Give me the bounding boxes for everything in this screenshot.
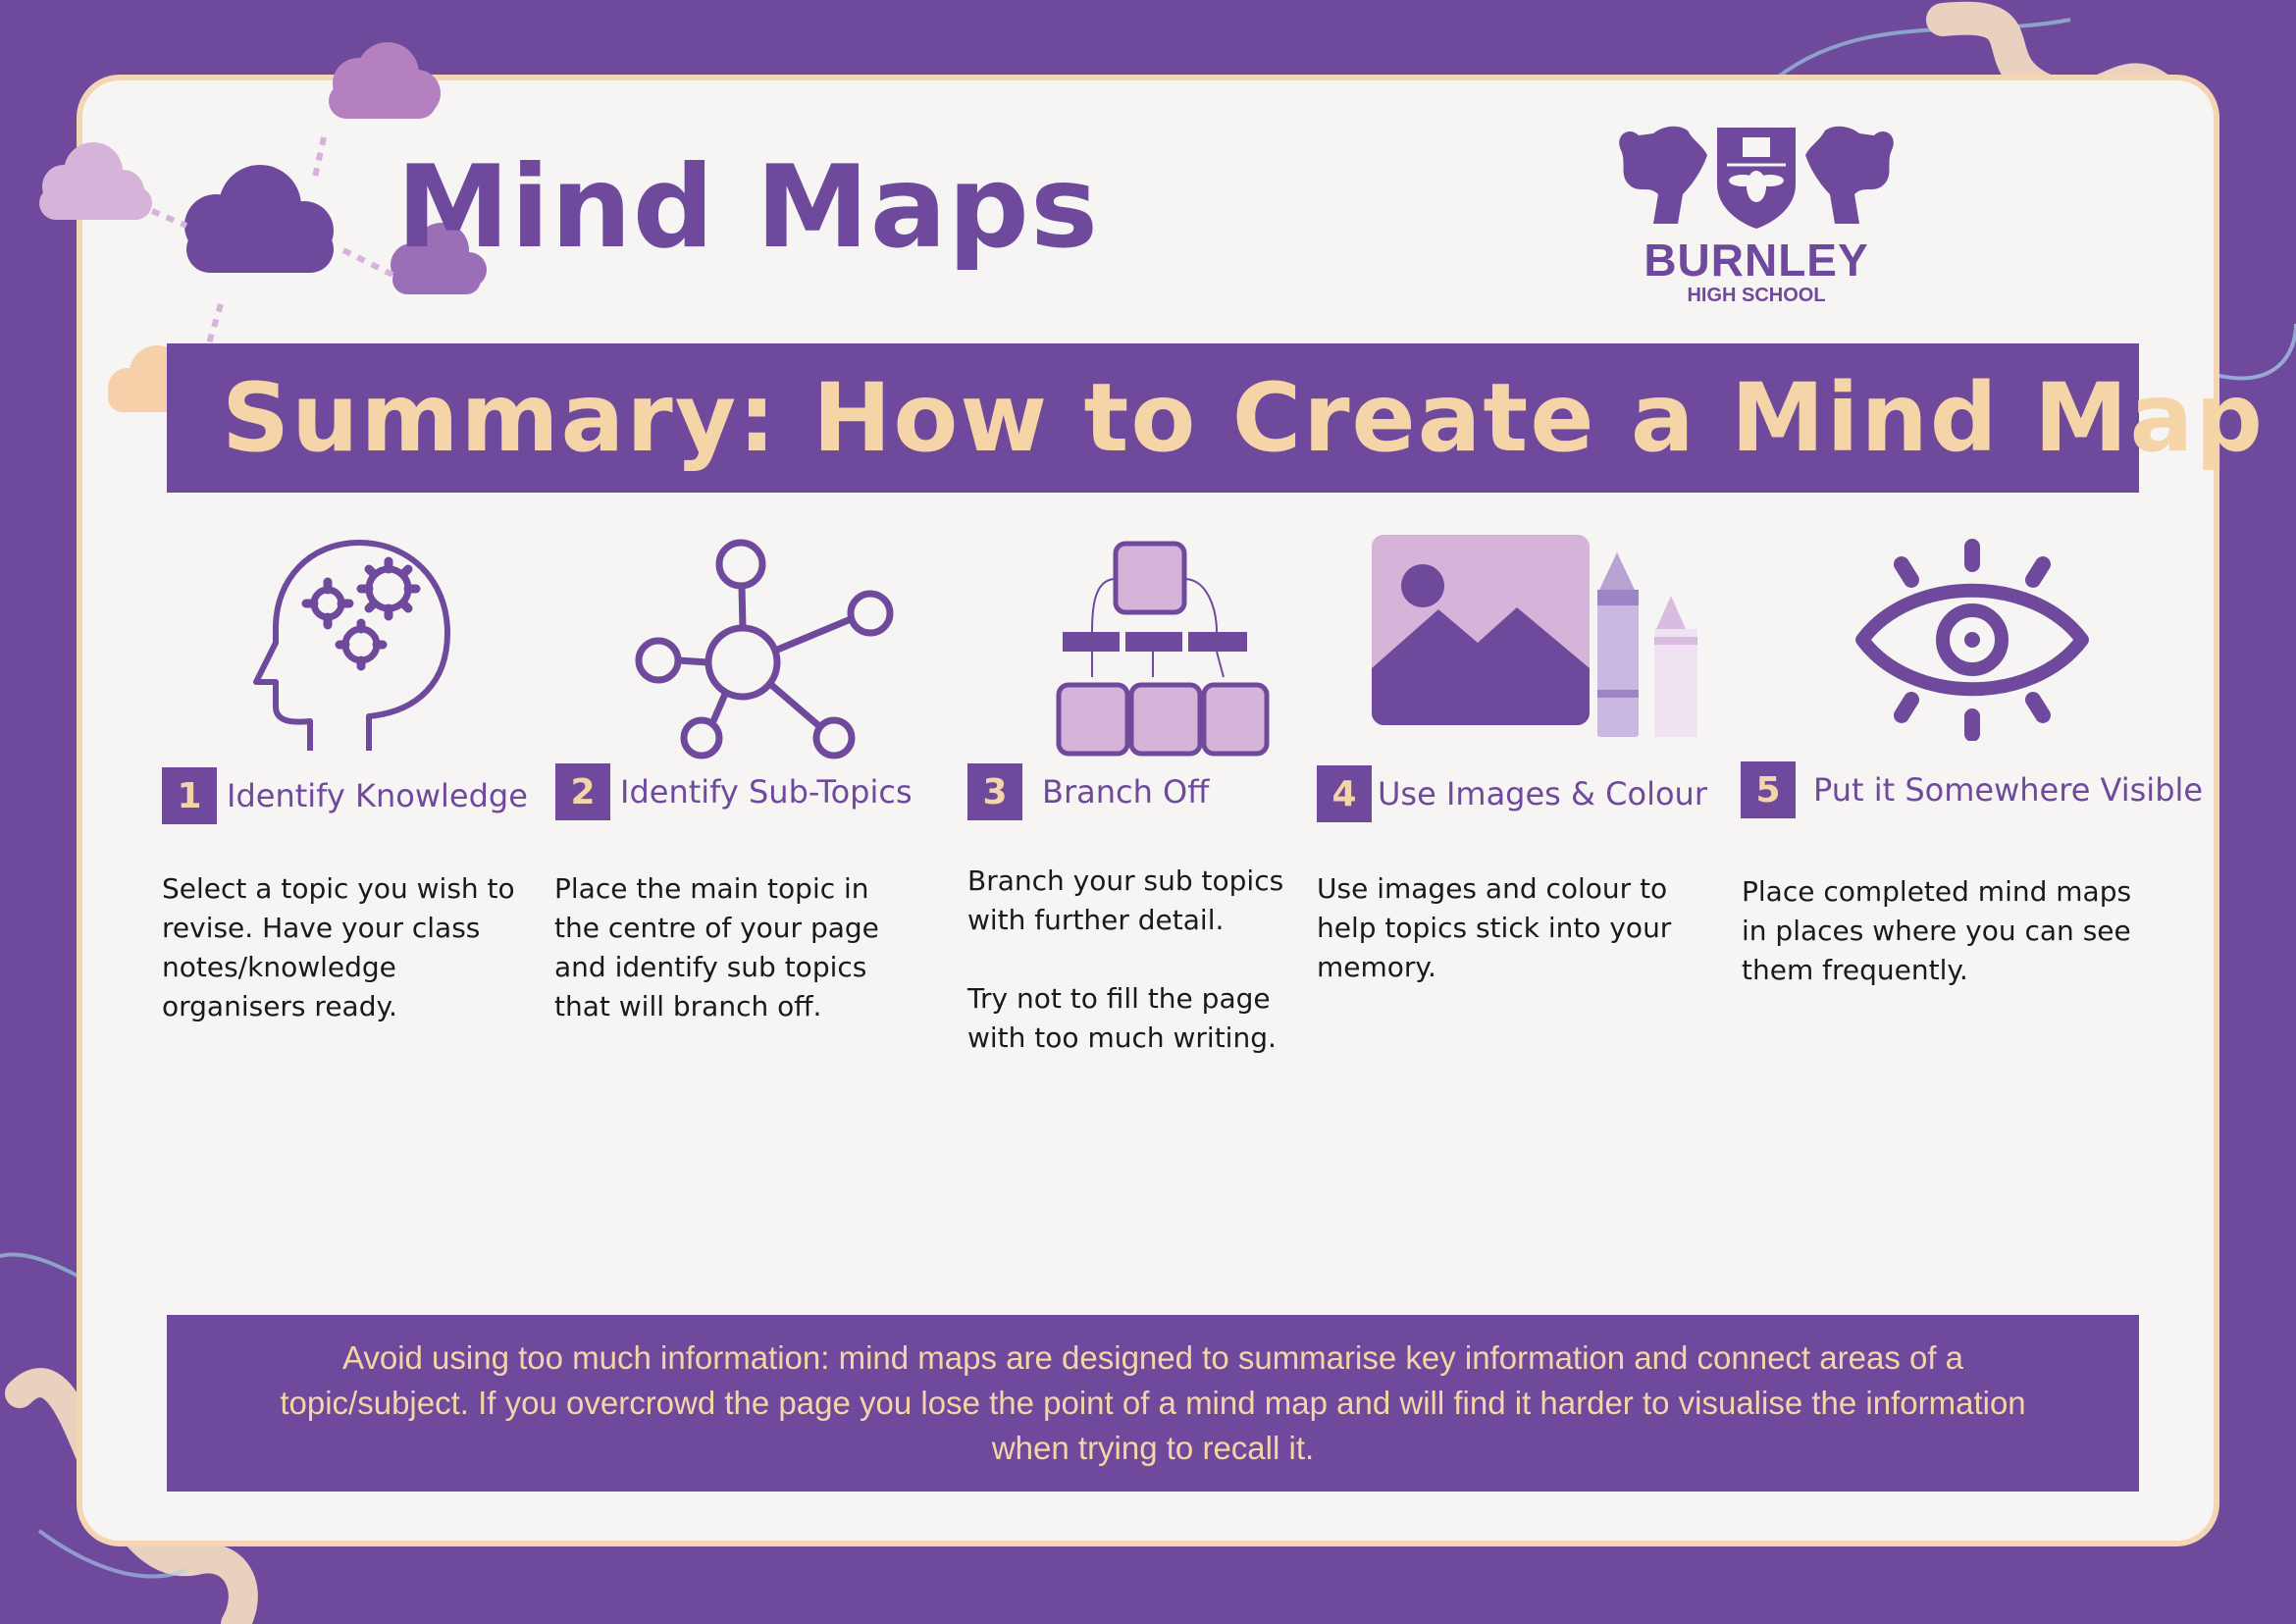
picture-crayons-icon — [1372, 535, 1697, 737]
description-paragraph: Try not to fill the page with too much w… — [967, 982, 1277, 1054]
head-gears-icon — [253, 540, 450, 751]
step-5-heading: 5 Put it Somewhere Visible — [1741, 761, 2203, 818]
banner-heading: Summary: How to Create a Mind Map — [222, 363, 2265, 473]
step-1-description: Select a topic you wish to revise. Have … — [162, 869, 545, 1026]
school-name: BURNLEY — [1644, 235, 1869, 286]
step-3-heading: 3 Branch Off — [967, 763, 1209, 820]
step-number: 5 — [1741, 761, 1796, 818]
school-logo: BURNLEY HIGH SCHOOL — [1609, 116, 1904, 312]
step-1-heading: 1 Identify Knowledge — [162, 767, 528, 824]
step-5-description: Place completed mind maps in places wher… — [1742, 872, 2154, 990]
step-title: Branch Off — [1042, 773, 1210, 811]
eye-icon — [1855, 539, 2089, 741]
step-4-description: Use images and colour to help topics sti… — [1317, 869, 1709, 987]
description-paragraph: Place completed mind maps in places wher… — [1742, 875, 2132, 986]
description-paragraph: Select a topic you wish to revise. Have … — [162, 872, 515, 1022]
step-title: Identify Sub-Topics — [620, 773, 913, 811]
school-subtitle: HIGH SCHOOL — [1687, 285, 1826, 306]
description-paragraph: Place the main topic in the centre of yo… — [554, 872, 879, 1022]
step-number: 1 — [162, 767, 217, 824]
advice-footer: Avoid using too much information: mind m… — [167, 1315, 2139, 1492]
step-3-description: Branch your sub topics with further deta… — [967, 862, 1301, 1058]
step-title: Use Images & Colour — [1378, 775, 1707, 812]
step-title: Put it Somewhere Visible — [1813, 771, 2204, 809]
step-number: 2 — [555, 763, 610, 820]
footer-advice-text: Avoid using too much information: mind m… — [280, 1339, 2026, 1466]
page-title: Mind Maps — [396, 141, 1099, 274]
description-paragraph: Branch your sub topics with further deta… — [967, 864, 1284, 936]
description-paragraph: Use images and colour to help topics sti… — [1317, 872, 1672, 983]
summary-banner: Summary: How to Create a Mind Map — [167, 343, 2263, 493]
step-4-heading: 4 Use Images & Colour — [1317, 765, 1707, 822]
step-title: Identify Knowledge — [227, 777, 528, 814]
school-crest-icon — [1619, 126, 1894, 229]
hierarchy-boxes-icon — [1056, 541, 1270, 757]
network-hub-icon — [635, 539, 894, 760]
main-card — [77, 75, 2219, 1546]
step-number: 3 — [967, 763, 1022, 820]
step-2-heading: 2 Identify Sub-Topics — [555, 763, 913, 820]
step-2-description: Place the main topic in the centre of yo… — [554, 869, 917, 1026]
step-number: 4 — [1317, 765, 1372, 822]
